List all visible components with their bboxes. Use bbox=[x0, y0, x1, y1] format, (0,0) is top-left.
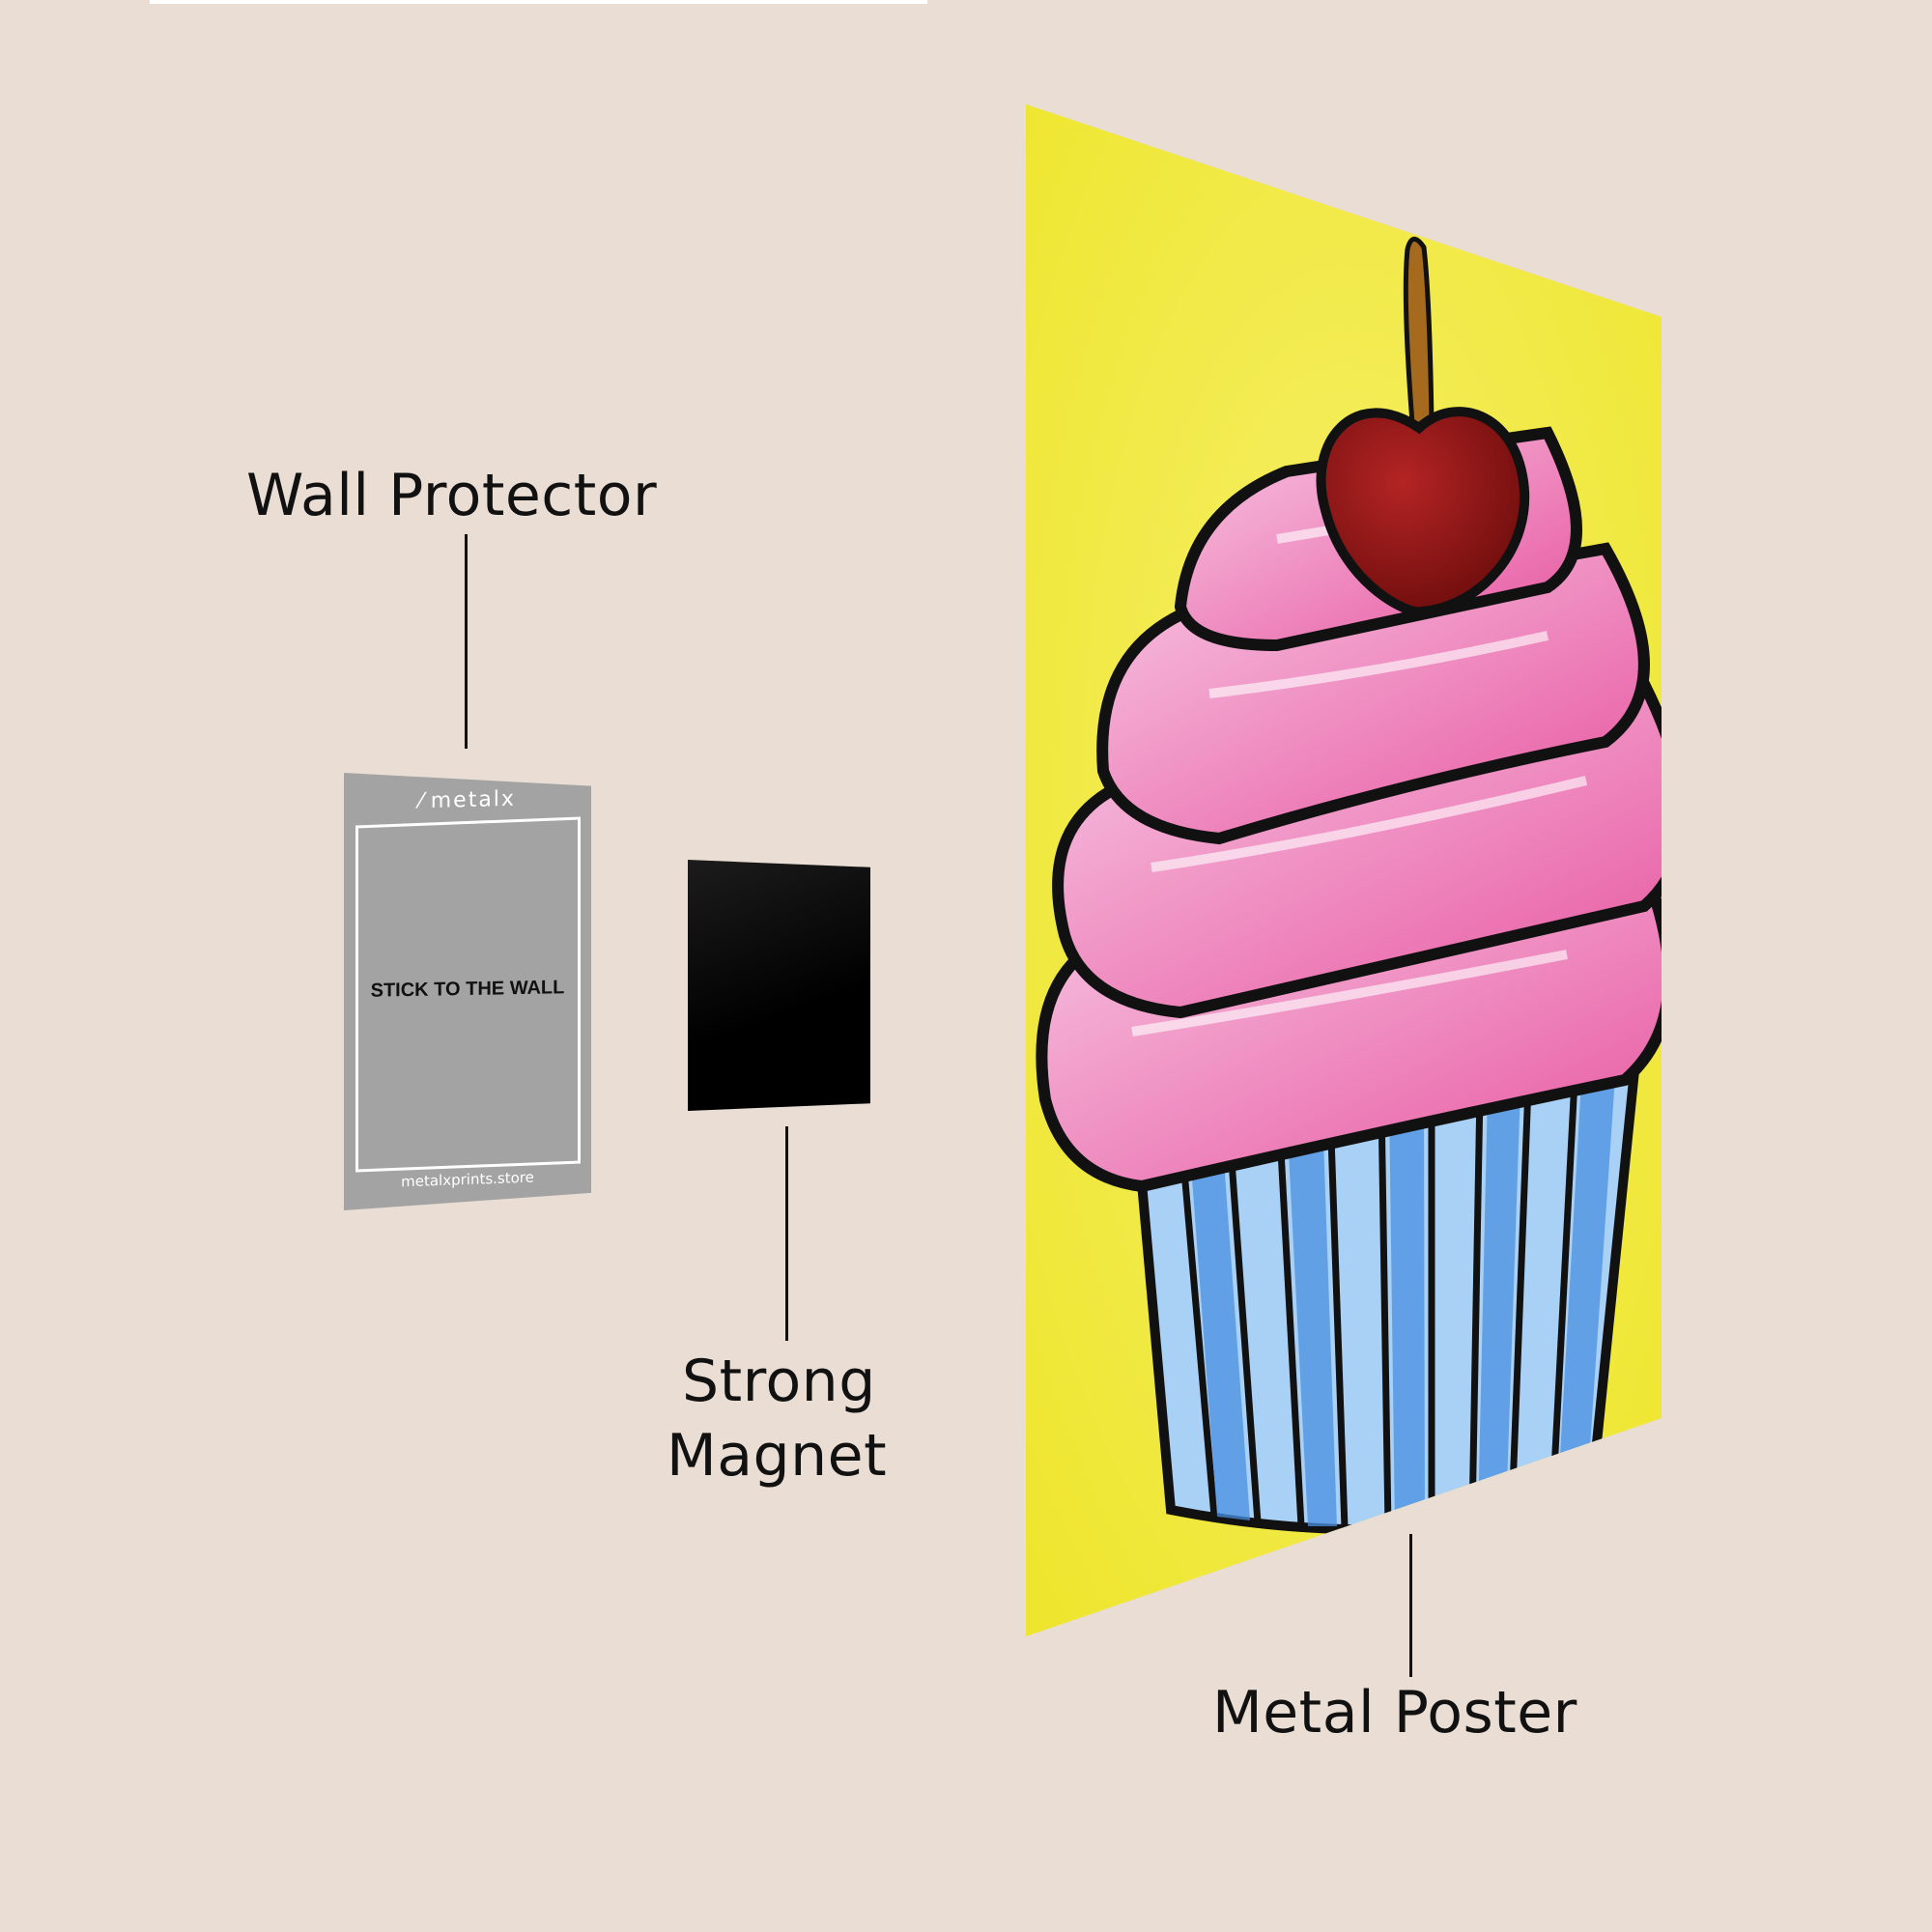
strong-magnet-label-line1: Strong bbox=[682, 1348, 876, 1415]
strong-magnet bbox=[688, 860, 870, 1111]
metal-poster-leader-line bbox=[1409, 1534, 1412, 1677]
brand-logo: ⁄metalx bbox=[344, 785, 591, 816]
wall-protector-leader-line bbox=[465, 534, 468, 749]
top-white-strip bbox=[150, 0, 927, 4]
metal-poster bbox=[1026, 104, 1662, 1636]
cupcake-frosting bbox=[1036, 426, 1662, 1193]
metalx-logo-icon: ⁄ bbox=[419, 789, 425, 814]
stick-to-wall-text: STICK TO THE WALL bbox=[370, 977, 565, 1002]
cupcake-artwork bbox=[1026, 104, 1662, 1636]
strong-magnet-label-line2: Magnet bbox=[667, 1422, 888, 1490]
brand-name: metalx bbox=[430, 786, 516, 814]
wall-protector-card: ⁄metalx STICK TO THE WALL metalxprints.s… bbox=[344, 773, 591, 1210]
cupcake-cherry bbox=[1316, 237, 1530, 617]
strong-magnet-leader-line bbox=[785, 1126, 788, 1341]
metal-poster-label: Metal Poster bbox=[1212, 1679, 1577, 1747]
wall-protector-label: Wall Protector bbox=[246, 462, 658, 529]
